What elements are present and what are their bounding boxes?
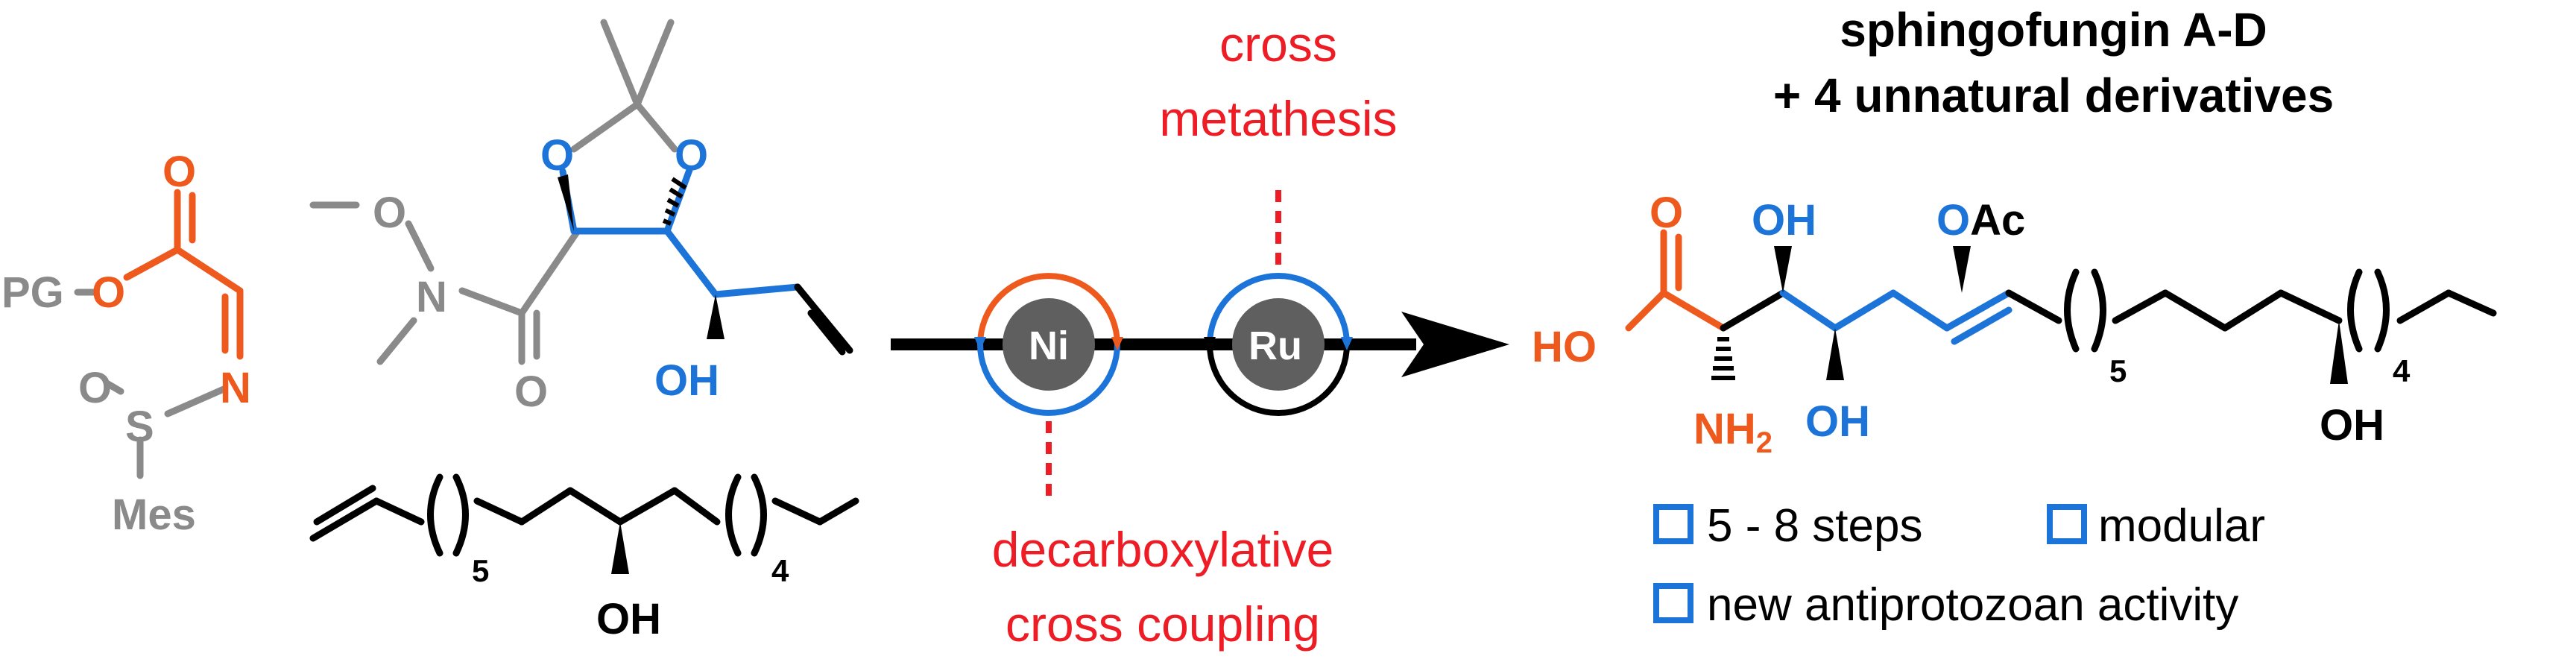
decarboxylative-line2: cross coupling	[1006, 596, 1320, 652]
methoxy-oxygen: O	[373, 189, 406, 237]
stereo-wedge-alkene-oh	[611, 522, 629, 574]
acetonide-oxygen-right: O	[675, 131, 708, 180]
product-oac: OAc	[1936, 196, 2025, 245]
product-oh-bottom-left: OH	[1805, 397, 1870, 446]
product-ho: HO	[1532, 323, 1597, 371]
product-skeleton	[1625, 229, 2497, 353]
imine-ester-oxygen: O	[92, 268, 125, 317]
feature-checkbox-steps	[1653, 504, 1693, 544]
amide-carbonyl-oxygen: O	[514, 368, 548, 416]
product-repeat-5: 5	[2109, 353, 2127, 388]
feature-modular-label: modular	[2098, 500, 2265, 552]
product-wedge-oac-real-visible	[1953, 246, 1971, 293]
nickel-cycle	[974, 273, 1123, 416]
cross-metathesis-line1: cross	[1219, 16, 1337, 72]
ruthenium-label: Ru	[1248, 324, 1302, 368]
stereo-hash-acetonide	[662, 177, 687, 226]
stereo-wedge-acetonide	[558, 174, 574, 231]
ruthenium-cycle	[1204, 273, 1353, 416]
product-title-line1: sphingofungin A-D	[1840, 3, 2267, 57]
feature-checkbox-antiprotozoan	[1653, 583, 1693, 623]
alkene-hydroxyl: OH	[596, 595, 661, 643]
terminal-vinyl	[794, 283, 850, 356]
sulfur-atom: S	[125, 403, 154, 451]
imine-reagent	[74, 189, 244, 479]
decarboxylative-line1: decarboxylative	[992, 522, 1334, 577]
product-nh2: NH2	[1693, 405, 1772, 459]
alkene-fragment	[309, 473, 859, 557]
cross-metathesis-line2: metathesis	[1159, 91, 1397, 146]
product-wedge-oh-bottom-left	[1826, 328, 1844, 380]
product-wedge-c3-oh	[1774, 246, 1792, 293]
product-hash-nh2	[1711, 337, 1735, 380]
alkene-repeat-4: 4	[771, 553, 789, 588]
product-oh-c14: OH	[2320, 401, 2384, 450]
imine-carbonyl-oxygen: O	[162, 148, 196, 196]
product-oh-top: OH	[1752, 196, 1816, 245]
product-acid-oxygen: O	[1650, 189, 1683, 237]
acetonide-oxygen-left: O	[540, 131, 574, 180]
product-wedge-c14-main	[2330, 321, 2348, 384]
allylic-hydroxyl: OH	[654, 356, 719, 405]
mesityl-label: Mes	[112, 491, 196, 539]
product-title-line2: + 4 unnatural derivatives	[1773, 69, 2334, 122]
imine-nitrogen: N	[220, 364, 251, 412]
product-repeat-4: 4	[2393, 353, 2411, 388]
stereo-wedge-oh	[707, 294, 724, 339]
protecting-group-label: PG	[1, 268, 64, 317]
alkene-repeat-5: 5	[472, 553, 489, 588]
feature-checkbox-modular	[2047, 504, 2087, 544]
feature-antiprotozoan-label: new antiprotozoan activity	[1707, 579, 2238, 631]
feature-steps-label: 5 - 8 steps	[1707, 500, 1922, 552]
amide-nitrogen: N	[416, 273, 447, 321]
sulfinyl-oxygen: O	[78, 364, 112, 412]
nickel-label: Ni	[1029, 324, 1069, 368]
weinreb-acetonide-fragment	[309, 19, 853, 365]
